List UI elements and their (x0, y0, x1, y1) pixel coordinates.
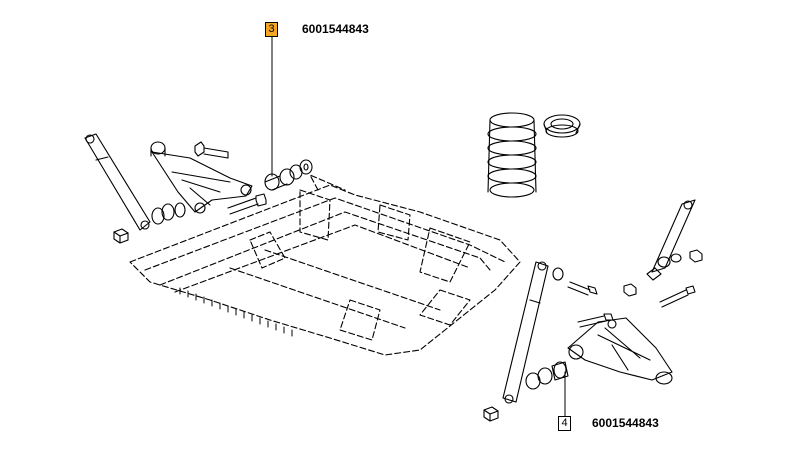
subframe[interactable] (129, 174, 521, 356)
left-washer-stack[interactable] (151, 202, 186, 225)
right-bolt-mid[interactable] (659, 285, 696, 308)
callout-3-box[interactable]: 3 (265, 22, 278, 37)
left-wishbone[interactable] (150, 141, 253, 214)
spring-seat[interactable] (543, 114, 581, 138)
coil-spring[interactable] (487, 112, 537, 198)
right-washer-top[interactable] (552, 267, 564, 281)
subframe-bolt-row (179, 287, 293, 337)
right-tie-rod-nut[interactable] (483, 406, 499, 422)
right-upper-link[interactable] (646, 199, 696, 281)
right-bolt-arm[interactable] (577, 313, 614, 328)
leader-lines (271, 36, 566, 417)
callout-4-parts[interactable] (525, 361, 569, 390)
left-bolt-lower[interactable] (227, 193, 267, 215)
right-tie-rod[interactable] (502, 261, 549, 404)
right-bolt-upper[interactable] (567, 281, 598, 296)
callout-4-part-number[interactable]: 6001544843 (592, 416, 659, 430)
left-tie-rod-nut[interactable] (113, 228, 129, 244)
callout-4-box[interactable]: 4 (558, 416, 571, 431)
callout-3-parts[interactable] (264, 159, 313, 191)
callout-3-part-number[interactable]: 6001544843 (302, 22, 369, 36)
right-wishbone[interactable] (567, 317, 673, 385)
left-tie-rod[interactable] (84, 133, 151, 231)
left-bolt-upper[interactable] (194, 141, 229, 159)
right-upper-nuts[interactable] (623, 249, 703, 297)
